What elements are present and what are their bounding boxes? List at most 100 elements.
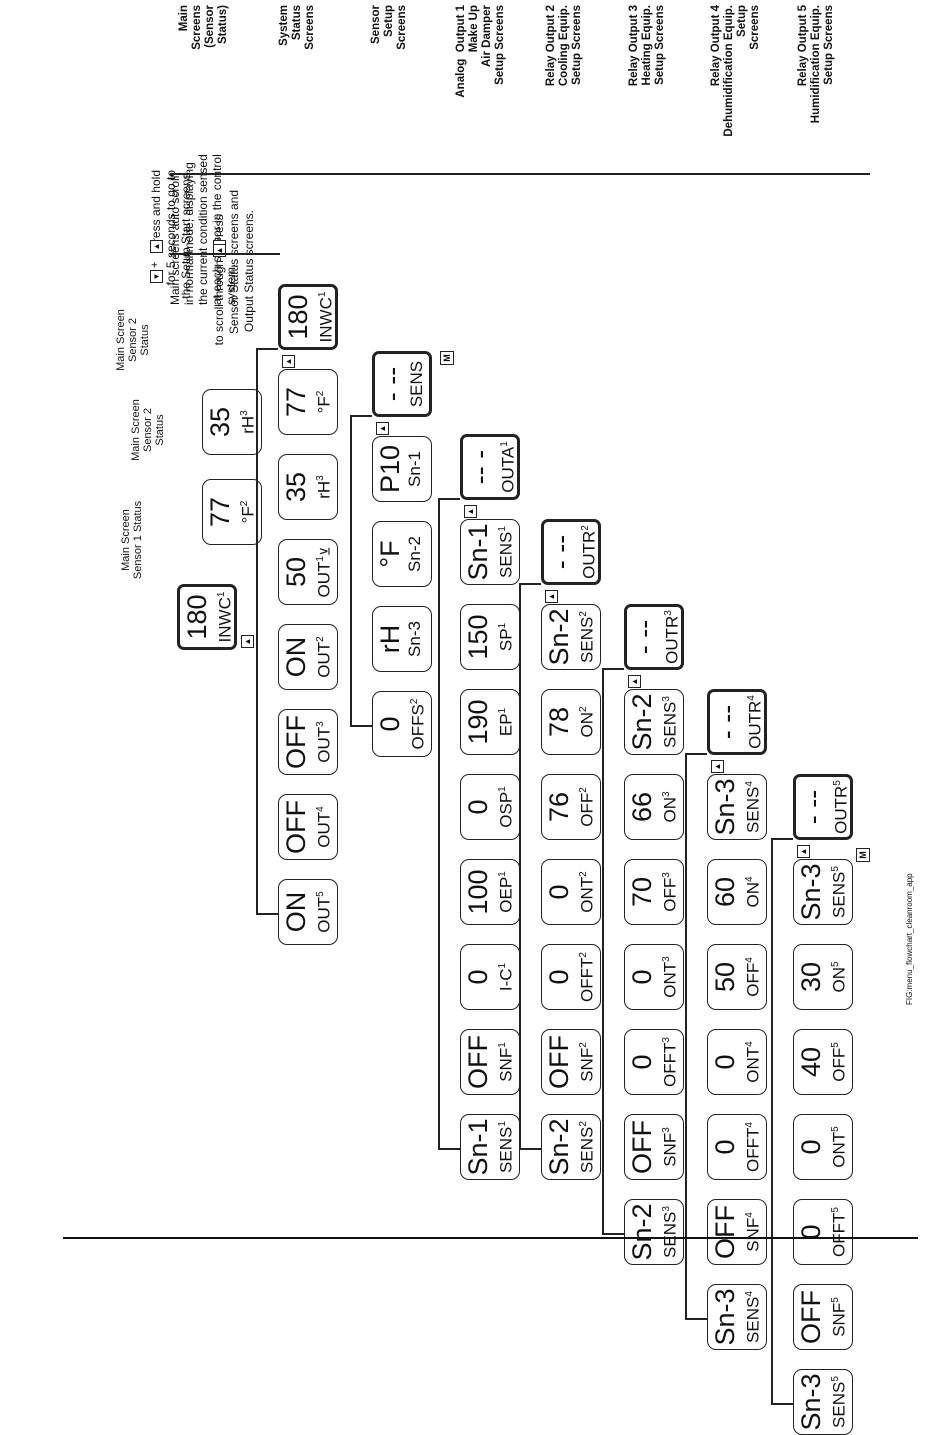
lcd-sensor2-temp: 77°F2	[202, 479, 262, 545]
parameter-name: OUT	[314, 561, 334, 598]
screen-value: 77	[205, 496, 235, 528]
screen-value: 150	[463, 614, 493, 660]
parameter-name: SENS	[496, 531, 516, 578]
parameter-index: 1	[315, 556, 326, 562]
parameter-name: OFF	[743, 962, 763, 997]
screen-parameter: INWC1	[213, 587, 235, 647]
parameter-name: OUTR	[831, 785, 851, 834]
up-triangle-icon: ▲	[282, 355, 295, 368]
parameter-index: 1	[497, 1042, 508, 1048]
note-press-scroll-3: Output Status screens.	[242, 210, 256, 333]
parameter-name: OUT	[314, 641, 334, 678]
screen-value: 66	[627, 791, 657, 823]
parameter-index: 4	[744, 1122, 755, 1128]
screen-parameter: OSP1	[494, 775, 516, 839]
parameter-index: 2	[580, 525, 591, 531]
screen-value: OFF	[281, 800, 311, 854]
screen-value: ON	[281, 636, 311, 678]
row-label: Relay Output 5 Humidification Equip. Set…	[797, 5, 835, 124]
loop-line	[685, 753, 707, 755]
parameter-index: 5	[830, 866, 841, 872]
loop-line	[350, 725, 372, 727]
screen-parameter: INWC1	[314, 287, 336, 347]
parameter-name: SP	[496, 628, 516, 652]
up-triangle-icon: ▲	[464, 505, 477, 518]
screen-parameter: SENS1	[494, 520, 516, 584]
parameter-index: 5	[830, 1042, 841, 1048]
up-triangle-icon: ▲	[213, 244, 226, 257]
loop-line	[350, 415, 372, 417]
screen-parameter: OFFT5	[827, 1200, 849, 1264]
screen-parameter: OUT2	[312, 625, 334, 689]
screen-parameter: SENS2	[575, 605, 597, 669]
parameter-name: SENS	[577, 1126, 597, 1173]
screen-value: 0	[463, 969, 493, 985]
screen-parameter: OEP1	[494, 860, 516, 924]
parameter-index: 4	[744, 957, 755, 963]
parameter-index: 4	[744, 1212, 755, 1218]
screen-parameter: SNF2	[575, 1030, 597, 1094]
screen-value: 30	[796, 961, 826, 993]
parameter-name: Sn-3	[405, 621, 424, 657]
lcd-menu-start: - --OUTR2	[541, 519, 601, 585]
parameter-name: OFF	[577, 792, 597, 827]
screen-parameter: ONT3	[658, 945, 680, 1009]
row-label: Relay Output 3 Heating Equip. Setup Scre…	[628, 5, 666, 87]
screen-parameter: ON2	[575, 690, 597, 754]
parameter-name: ONT	[660, 961, 680, 998]
screen-value: Sn-1	[463, 523, 493, 581]
screen-parameter: rH3	[312, 455, 334, 519]
parameter-index: 5	[315, 891, 326, 897]
loop-line	[256, 348, 278, 350]
loop-line	[771, 838, 793, 840]
screen-value: 100	[463, 869, 493, 915]
up-triangle-icon: ▲	[797, 845, 810, 858]
screen-parameter: OUTA1	[496, 437, 518, 497]
screen-value: rH	[375, 624, 405, 654]
parameter-name: SENS	[743, 1296, 763, 1343]
parameter-name: ONT	[829, 1131, 849, 1168]
screen-parameter: OFF2	[575, 775, 597, 839]
screen-value: 40	[796, 1046, 826, 1078]
parameter-index: 1	[497, 707, 508, 714]
screen-value: 0	[627, 1054, 657, 1070]
parameter-index: 2	[578, 952, 589, 958]
screen-parameter: SENS	[407, 354, 426, 414]
parameter-index: 3	[661, 956, 672, 962]
loop-line	[438, 1148, 460, 1150]
screen-value: ON	[281, 891, 311, 933]
screen-value: 0	[796, 1139, 826, 1155]
screen-value: 0	[463, 799, 493, 815]
screen-parameter: SNF5	[827, 1285, 849, 1349]
screen-parameter: SNF1	[494, 1030, 516, 1094]
screen-value: Sn-3	[710, 778, 740, 836]
parameter-index: 1	[497, 871, 508, 877]
parameter-index: 5	[830, 1126, 841, 1132]
screen-parameter: OFF4	[741, 945, 763, 1009]
lcd-menu-start: - --OUTR3	[624, 604, 684, 670]
screen-value: 0	[627, 969, 657, 985]
screen-parameter: OUTR2	[577, 522, 599, 582]
note-press-hold: Press and hold	[149, 170, 163, 251]
screen-value: 190	[463, 699, 493, 745]
screen-parameter: OFFT2	[575, 945, 597, 1009]
lcd-menu-start: - --SENS	[372, 351, 432, 417]
parameter-name: OEP	[496, 876, 516, 913]
parameter-name: rH	[314, 480, 334, 499]
screen-parameter: OUT3	[312, 710, 334, 774]
screen-value: -- -	[465, 449, 495, 485]
loop-line	[256, 350, 258, 915]
